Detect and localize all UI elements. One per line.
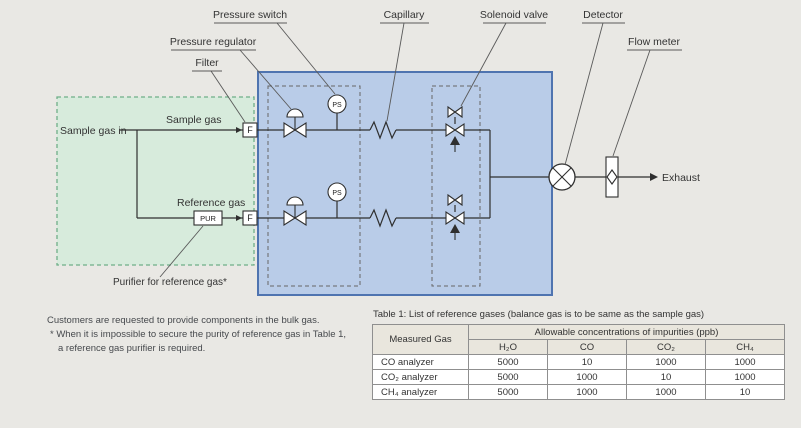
cell-value: 1000 [547,369,627,385]
reference-flow-arrow [236,215,242,221]
col-header-ch4: CH₄ [704,339,786,355]
flow-meter-label: Flow meter [628,36,680,48]
cell-value: 5000 [468,369,548,385]
table-row: CO₂ analyzer 5000 1000 10 1000 [372,369,786,385]
cell-value: 5000 [468,384,548,400]
pressure-switch-reference: PS [327,182,347,202]
sample-gas-in-label: Sample gas in [60,125,127,137]
table-row: CO analyzer 5000 10 1000 1000 [372,354,786,370]
filter-symbol-label: F [247,125,253,135]
cell-value: 10 [547,354,627,370]
purifier-note-label: Purifier for reference gas* [113,277,227,288]
cell-value: 5000 [468,354,548,370]
filter-sample: F [242,122,258,138]
pressure-switch-symbol-label: PS [332,102,342,109]
table1-title: Table 1: List of reference gases (balanc… [373,309,705,320]
dashed-group-regulators [267,85,361,287]
capillary-sample [369,120,397,140]
solenoid-valve-label: Solenoid valve [480,9,548,21]
detector-label: Detector [583,9,623,21]
footnotes: Customers are requested to provide compo… [47,314,357,355]
cell-analyzer: CO analyzer [372,354,469,370]
exhaust-label: Exhaust [662,172,700,184]
sample-flow-arrow [236,127,242,133]
dashed-group-solenoid-valves [431,85,481,287]
col-header-impurities-group: Allowable concentrations of impurities (… [467,324,786,340]
gas-pipes [120,113,658,221]
filter-reference: F [242,210,258,226]
sample-gas-label: Sample gas [166,114,221,126]
purifier-box: PUR [193,210,223,226]
cell-value: 10 [626,369,706,385]
label-underlines [171,22,682,72]
table-row: CH₄ analyzer 5000 1000 1000 10 [372,384,786,400]
reference-gas-table: Measured Gas Allowable concentrations of… [372,324,786,400]
pressure-switch-symbol-label: PS [332,190,342,197]
exhaust-arrow [650,173,658,181]
filter-symbol-label: F [247,213,253,223]
capillary-reference [369,208,397,228]
detector-symbol [548,163,576,191]
cell-value: 1000 [626,354,706,370]
cell-value: 1000 [704,354,786,370]
cell-analyzer: CO₂ analyzer [372,369,469,385]
filter-label: Filter [195,57,219,69]
leader-lines [159,22,651,278]
table1-section: Table 1: List of reference gases (balanc… [372,309,786,400]
reference-gas-label: Reference gas [177,197,245,209]
pressure-switch-sample: PS [327,94,347,114]
pressure-regulator-label: Pressure regulator [170,36,257,48]
note-purity-line1: * When it is impossible to secure the pu… [50,328,347,340]
cell-value: 1000 [704,369,786,385]
col-header-h2o: H₂O [468,339,548,355]
note-bulk-gas: Customers are requested to provide compo… [47,315,320,326]
cell-analyzer: CH₄ analyzer [372,384,469,400]
purifier-symbol-label: PUR [200,214,216,223]
flow-meter-symbol [605,156,619,198]
col-header-co2: CO₂ [626,339,706,355]
col-header-co: CO [547,339,627,355]
analyzer-unit-area [257,71,553,296]
cell-value: 10 [704,384,786,400]
capillary-label: Capillary [384,9,426,21]
col-header-measured-gas: Measured Gas [372,324,469,355]
note-purity-line2: a reference gas purifier is required. [58,342,206,354]
pressure-switch-label: Pressure switch [213,9,287,21]
flow-diagram: PS PS F F PUR [56,9,700,296]
cell-value: 1000 [626,384,706,400]
customer-supply-area [56,96,255,266]
cell-value: 1000 [547,384,627,400]
